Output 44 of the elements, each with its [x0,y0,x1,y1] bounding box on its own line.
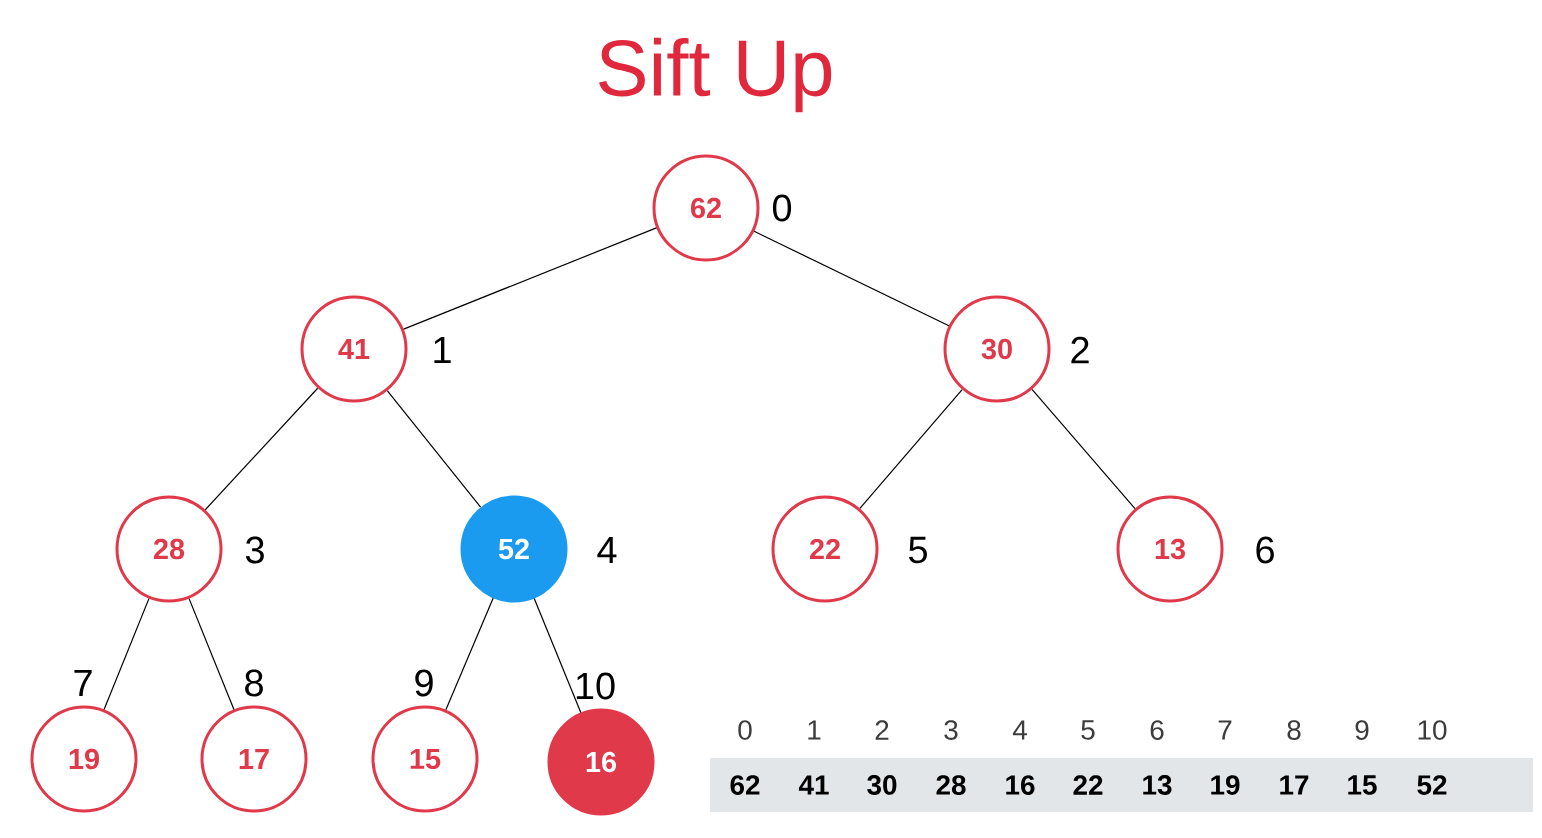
index-number: 6 [1150,720,1164,740]
array-value: 41 [798,775,829,795]
tree-edge [188,598,235,710]
index-number: 3 [944,720,958,740]
index-label: 8 [245,669,263,697]
index-number: 10 [1418,720,1447,740]
index-number: 7 [1218,720,1232,740]
array-value: 16 [1006,775,1035,795]
index-label: 2 [1071,336,1089,364]
index-label: 10 [576,672,615,700]
index-label: 0 [772,194,792,222]
index-label: 7 [74,670,92,697]
index-number: 0 [738,720,752,740]
index-label: 3 [245,536,264,564]
index-label: 9 [415,669,433,697]
array-value: 13 [1143,775,1172,795]
index-label: 4 [597,537,617,564]
tree-edge [204,387,319,511]
index-number: 5 [1081,720,1095,740]
array-value: 17 [1280,775,1309,795]
tree-edge [103,598,150,710]
array-value: 22 [1073,775,1103,795]
title: Sift Up [599,37,832,113]
index-number: 4 [1012,720,1027,740]
tree-edge [445,597,494,711]
tree-edge [1031,388,1136,510]
array-value: 28 [936,775,966,795]
index-number: 9 [1355,720,1369,740]
index-label: 6 [1256,536,1274,564]
array-value: 30 [867,775,897,795]
index-number: 1 [808,720,821,740]
tree-edge [403,227,657,330]
tree-edge [533,597,582,714]
array-value: 62 [730,775,760,795]
index-label: 1 [434,337,451,364]
index-number: 2 [875,720,889,740]
array-value: 52 [1417,775,1447,795]
tree-edge [859,388,963,510]
tree-edge [753,230,950,327]
index-number: 8 [1287,720,1301,740]
tree-edge [386,390,482,508]
index-label: 5 [909,536,927,564]
array-value: 15 [1348,775,1377,795]
array-value: 19 [1211,775,1240,795]
